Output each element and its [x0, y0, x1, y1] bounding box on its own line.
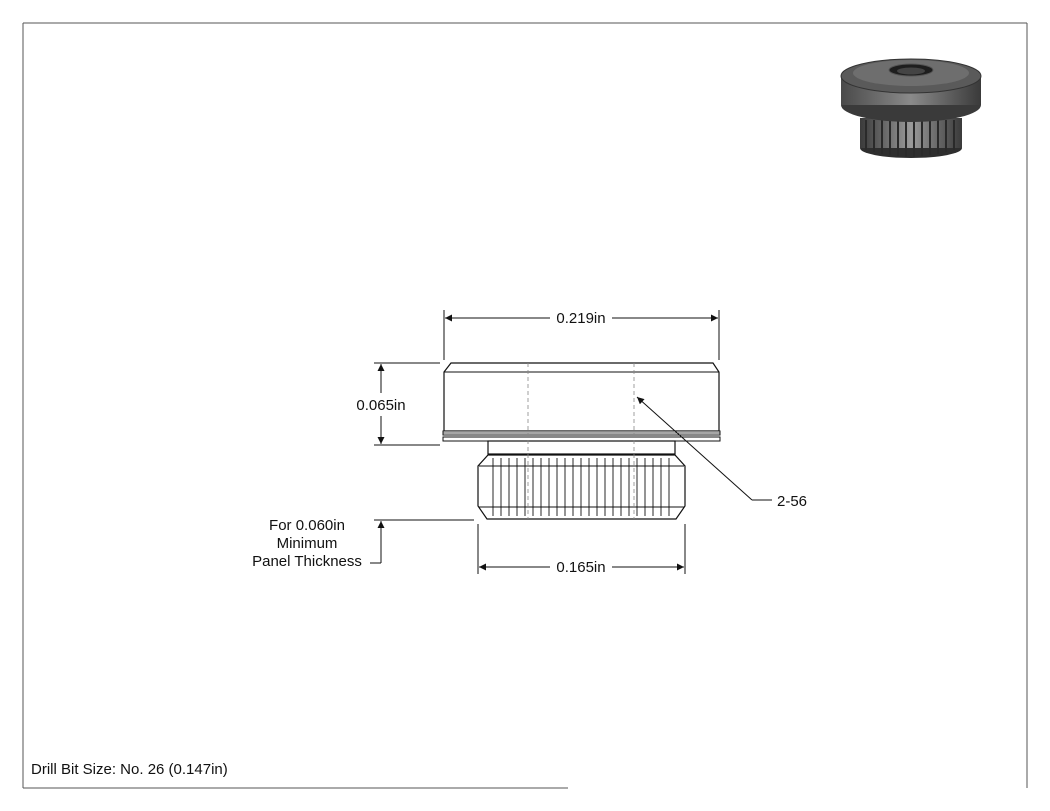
panel-note-line2: Minimum [277, 535, 338, 552]
thread-callout-leader [636, 396, 772, 501]
panel-thickness-dimension [370, 519, 474, 564]
dimension-height-head-label: 0.065in [356, 397, 405, 414]
part-side-view [442, 362, 721, 520]
drill-bit-note: Drill Bit Size: No. 26 (0.147in) [31, 761, 228, 778]
panel-note-line1: For 0.060in [269, 517, 345, 534]
dimension-height-head [374, 362, 440, 446]
dimension-width-top [443, 310, 720, 360]
panel-note-line3: Panel Thickness [252, 553, 362, 570]
dimension-width-top-label: 0.219in [556, 310, 605, 327]
dimension-width-bottom [477, 524, 686, 574]
dimension-width-bottom-label: 0.165in [556, 559, 605, 576]
part-3d-render [840, 58, 982, 158]
thread-callout-label: 2-56 [777, 493, 807, 510]
sheet-border [22, 22, 1028, 789]
